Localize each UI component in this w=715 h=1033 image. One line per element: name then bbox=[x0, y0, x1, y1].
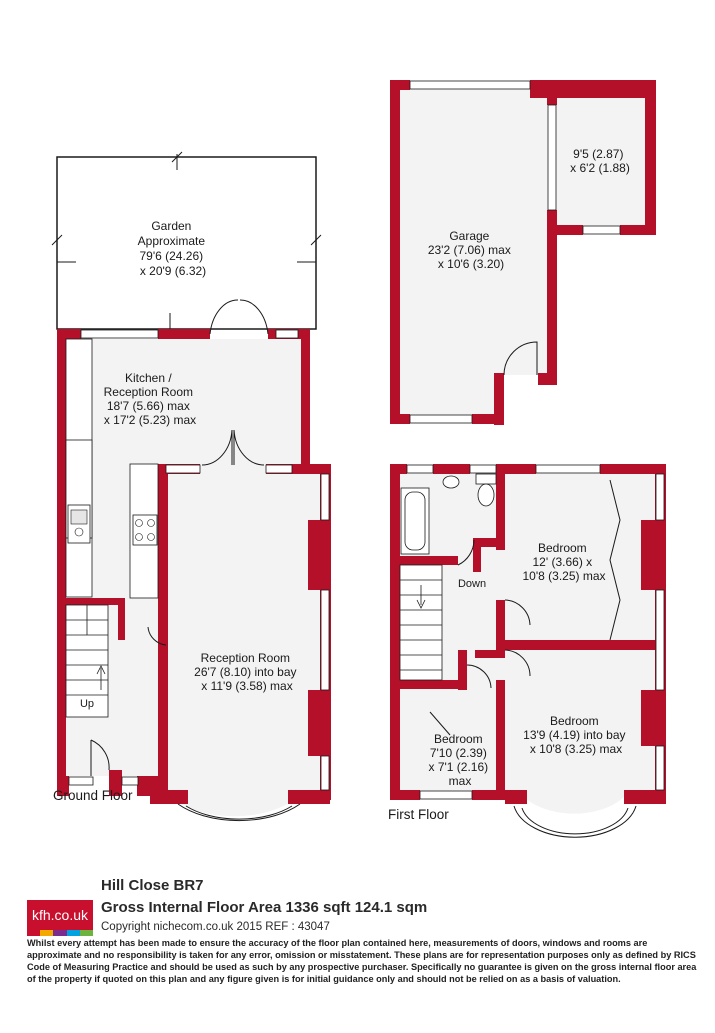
garage-windows bbox=[409, 80, 621, 424]
garden-area bbox=[51, 151, 322, 330]
bedroom2-label: Bedroom 13'9 (4.19) into bay x 10'8 (3.2… bbox=[523, 714, 629, 756]
logo-stripe bbox=[27, 930, 41, 936]
garage-annex-label: 9'5 (2.87) x 6'2 (1.88) bbox=[570, 147, 630, 175]
garage-plan: Garage 23'2 (7.06) max x 10'6 (3.20) 9'5… bbox=[390, 80, 656, 425]
garden-doors bbox=[90, 299, 269, 776]
garden-label: Garden Approximate 79'6 (24.26) x 20'9 (… bbox=[138, 219, 209, 278]
garage-floor-fill bbox=[399, 89, 645, 415]
first-floor-label: First Floor bbox=[388, 807, 449, 822]
property-address: Hill Close BR7 bbox=[101, 877, 204, 894]
garage-walls bbox=[390, 80, 656, 425]
logo-stripe bbox=[53, 930, 67, 936]
first-floor-plan: Bedroom 12' (3.66) x 10'8 (3.25) max Bed… bbox=[388, 464, 666, 838]
bedroom-bay-window bbox=[513, 805, 637, 838]
stairs-down-label: Down bbox=[458, 578, 486, 590]
ground-floor-plan: Garden Approximate 79'6 (24.26) x 20'9 (… bbox=[51, 151, 331, 822]
logo-stripes bbox=[27, 930, 94, 936]
garage-door bbox=[503, 341, 538, 376]
first-floor-stairs bbox=[399, 564, 443, 681]
ground-floor-label: Ground Floor bbox=[53, 788, 133, 803]
disclaimer-text: Whilst every attempt has been made to en… bbox=[27, 938, 697, 984]
first-floor-windows bbox=[406, 464, 665, 800]
logo-stripe bbox=[40, 930, 54, 936]
stairs-up-label: Up bbox=[80, 698, 94, 710]
logo-stripe bbox=[79, 930, 94, 936]
ground-floor-windows bbox=[68, 329, 330, 791]
kitchen-units bbox=[65, 338, 159, 599]
bathroom-fixtures bbox=[400, 473, 497, 555]
reception-label: Reception Room 26'7 (8.10) into bay x 11… bbox=[194, 651, 300, 693]
first-floor-doors bbox=[429, 479, 621, 736]
gross-internal-area: Gross Internal Floor Area 1336 sqft 124.… bbox=[101, 899, 428, 916]
ground-floor-stairs bbox=[65, 604, 109, 718]
kitchen-label: Kitchen / Reception Room 18'7 (5.66) max… bbox=[104, 371, 197, 427]
logo-stripe bbox=[66, 930, 80, 936]
copyright-ref: Copyright nichecom.co.uk 2015 REF : 4304… bbox=[101, 921, 330, 933]
kfh-logo: kfh.co.uk bbox=[27, 900, 94, 938]
ground-floor-fill bbox=[66, 339, 320, 817]
bedroom1-label: Bedroom 12' (3.66) x 10'8 (3.25) max bbox=[523, 541, 606, 583]
garage-label: Garage 23'2 (7.06) max x 10'6 (3.20) bbox=[428, 229, 514, 271]
reception-bay-window bbox=[177, 803, 301, 822]
logo-text: kfh.co.uk bbox=[27, 900, 93, 930]
bedroom3-label: Bedroom 7'10 (2.39) x 7'1 (2.16) max bbox=[429, 732, 492, 788]
